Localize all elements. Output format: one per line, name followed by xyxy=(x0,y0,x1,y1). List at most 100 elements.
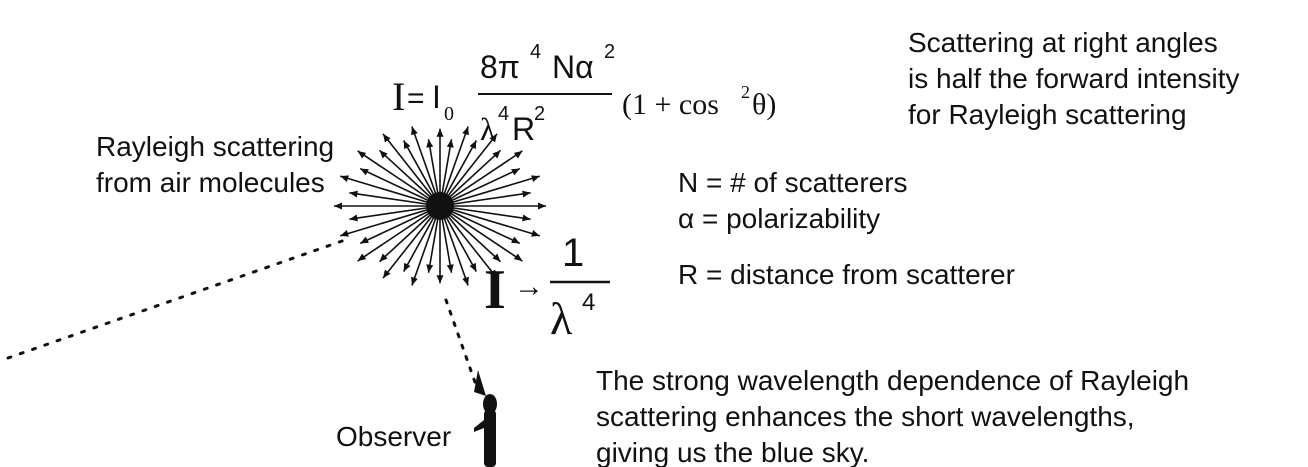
scattered-light-arrowhead xyxy=(469,140,477,150)
scattered-light-arrowhead xyxy=(462,276,469,286)
source-label-line-2: from air molecules xyxy=(96,167,325,198)
scattered-light-arrow xyxy=(357,150,441,207)
formula-factor-close: θ) xyxy=(752,88,776,121)
proportionality-denominator: λ xyxy=(550,293,573,344)
scattered-light-arrow xyxy=(411,126,441,207)
formula-denominator-lambda-exp: 4 xyxy=(498,103,509,125)
scattered-light-arrow xyxy=(439,205,541,237)
scattered-light-arrowhead xyxy=(357,150,367,159)
formula-i0-subscript: 0 xyxy=(444,103,454,125)
scattered-light-arrow xyxy=(349,205,441,220)
formula-numerator-coef: 8π xyxy=(480,49,520,85)
variable-definitions: N = # of scatterers α = polarizability R… xyxy=(678,167,1015,290)
blue-sky-note-line-2: scattering enhances the short wavelength… xyxy=(596,401,1135,432)
blue-sky-note-line-3: giving us the blue sky. xyxy=(596,437,869,467)
blue-sky-note: The strong wavelength dependence of Rayl… xyxy=(596,365,1189,467)
scattered-light-arrowhead xyxy=(446,139,454,148)
scattered-light-arrowhead xyxy=(522,214,531,222)
formula-cos-exp: 2 xyxy=(741,82,750,102)
scattered-light-arrow xyxy=(411,205,441,286)
scattered-light-arrowhead xyxy=(411,276,418,286)
scattered-light-arrow xyxy=(439,126,469,207)
formula-denominator-r-exp: 2 xyxy=(534,103,545,125)
scattered-light-arrow xyxy=(439,205,469,286)
scattered-light-arrow xyxy=(439,167,521,207)
scattered-light-arrowhead xyxy=(379,253,388,262)
formula-numerator-alpha-exp: 2 xyxy=(604,41,615,63)
right-angle-note-line-1: Scattering at right angles xyxy=(908,27,1218,58)
scattered-light-arrowhead xyxy=(360,168,369,176)
scattered-light-arrow xyxy=(439,205,531,220)
formula-equals: = xyxy=(407,82,425,115)
source-label: Rayleigh scattering from air molecules xyxy=(96,131,334,198)
scattered-light-arrowhead xyxy=(340,175,349,182)
scattered-light-arrowhead xyxy=(349,190,358,198)
formula-i0: I xyxy=(432,79,441,115)
proportionality-arrow: → xyxy=(514,270,544,303)
scattered-light-arrow xyxy=(382,205,441,279)
scattered-light-arrow xyxy=(439,133,498,207)
scattered-ray-to-observer xyxy=(444,298,478,387)
scattered-light-arrowhead xyxy=(357,253,367,262)
scattered-light-arrowhead xyxy=(349,214,358,222)
scattered-light-arrow xyxy=(339,205,441,237)
scattered-light-arrowhead xyxy=(469,262,477,272)
scattered-light-arrowhead xyxy=(379,150,388,159)
scattered-light-arrowhead xyxy=(411,126,418,136)
right-angle-note: Scattering at right angles is half the f… xyxy=(908,27,1240,130)
observer-ray-arrowhead xyxy=(474,370,486,396)
scattered-light-arrow xyxy=(439,205,498,279)
scattered-light-arrow xyxy=(439,192,531,207)
incoming-light-ray xyxy=(6,238,347,360)
formula-denominator-lambda: λ xyxy=(480,111,496,147)
scattered-light-arrow xyxy=(439,205,523,262)
definition-r: R = distance from scatterer xyxy=(678,259,1015,290)
scattered-light-arrowhead xyxy=(403,262,411,272)
formula-denominator-r: R xyxy=(512,111,535,147)
scattered-light-arrow xyxy=(359,167,441,207)
scattered-light-arrowhead xyxy=(531,230,540,237)
formula-numerator-exp: 4 xyxy=(530,41,541,63)
formula-lhs: I xyxy=(392,74,405,119)
formula-factor-open: (1 + cos xyxy=(622,88,719,121)
scattered-light-arrowhead xyxy=(436,275,444,284)
scattered-light-arrow xyxy=(439,150,523,207)
scattered-light-arrowhead xyxy=(334,202,342,210)
observer-label: Observer xyxy=(336,421,451,452)
scattered-light-arrowhead xyxy=(462,126,469,136)
scattering-burst xyxy=(334,126,546,286)
scattered-light-arrowhead xyxy=(360,236,369,244)
proportionality-exp: 4 xyxy=(582,289,595,316)
scattered-light-arrowhead xyxy=(426,264,434,273)
scattered-light-arrow xyxy=(382,133,441,207)
scattered-light-arrowhead xyxy=(511,168,520,176)
proportionality-relation: I → 1 λ 4 xyxy=(484,231,610,344)
scattered-light-arrow xyxy=(349,192,441,207)
proportionality-numerator: 1 xyxy=(562,231,584,275)
formula-numerator-n-alpha: Nα xyxy=(552,49,594,85)
right-angle-note-line-2: is half the forward intensity xyxy=(908,63,1240,94)
scattered-light-arrow xyxy=(359,205,441,245)
scatterer-molecule xyxy=(426,192,454,220)
scattered-light-arrowhead xyxy=(513,150,523,159)
scattered-light-arrowhead xyxy=(489,269,497,279)
definition-alpha: α = polarizability xyxy=(678,203,880,234)
scattered-light-arrowhead xyxy=(383,269,391,279)
scattered-light-arrowhead xyxy=(492,150,501,159)
scattered-light-arrowhead xyxy=(538,202,546,210)
scattered-light-arrowhead xyxy=(340,230,349,237)
definition-n: N = # of scatterers xyxy=(678,167,908,198)
scattered-light-arrowhead xyxy=(383,133,391,143)
scattered-light-arrowhead xyxy=(492,253,501,262)
proportionality-symbol: I xyxy=(484,259,506,321)
scattered-light-arrowhead xyxy=(426,139,434,148)
scattered-light-arrowhead xyxy=(403,140,411,150)
scattered-light-arrowhead xyxy=(513,253,523,262)
scattered-light-arrowhead xyxy=(522,190,531,198)
scattered-light-arrow xyxy=(357,205,441,262)
scattered-light-arrowhead xyxy=(531,175,540,182)
rayleigh-formula: I = I 0 8π 4 Nα 2 λ 4 R 2 (1 + cos 2 θ) xyxy=(392,41,776,147)
scattered-light-arrow xyxy=(339,175,441,207)
observer-figure-icon xyxy=(474,394,497,467)
scattered-light-arrowhead xyxy=(446,264,454,273)
